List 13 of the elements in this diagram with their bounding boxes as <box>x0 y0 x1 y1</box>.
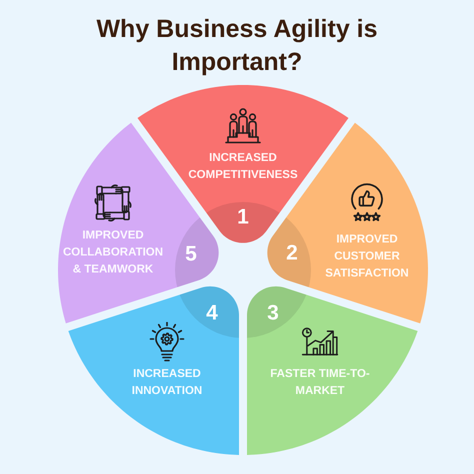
segment-label: INCREASED INNOVATION <box>130 367 204 399</box>
step-number: 3 <box>267 302 279 324</box>
step-number: 5 <box>185 244 197 264</box>
segment-label: INCREASED COMPETITIVENESS <box>187 151 299 183</box>
diagram-title: Why Business Agility is Important? <box>95 14 379 78</box>
segment-label: IMPROVED CUSTOMER SATISFACTION <box>324 232 410 282</box>
step-number: 1 <box>237 206 249 228</box>
petal-segment <box>247 286 418 455</box>
petal-segment <box>68 286 239 455</box>
segment-label: IMPROVED COLLABORATION & TEAMWORK <box>62 228 164 278</box>
step-number: 4 <box>206 302 218 324</box>
step-number: 2 <box>286 242 298 264</box>
segment-label: FASTER TIME-TO-MARKET <box>269 367 371 399</box>
